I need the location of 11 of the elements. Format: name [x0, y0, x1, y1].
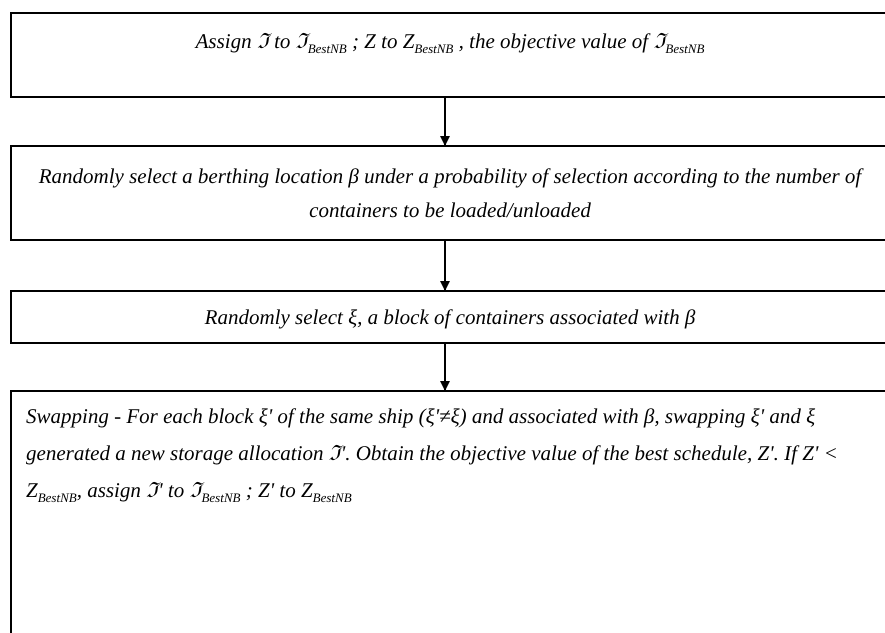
step-text: Randomly select ξ, a block of containers associated with β — [204, 304, 696, 331]
process-box — [10, 12, 885, 98]
process-box — [10, 390, 885, 633]
process-box — [10, 290, 885, 344]
step-text: Swapping - For each block ξ' of the same ship (ξ'≠ξ) and associated with β, swapping ξ' and ξ generated a new storage allocation ℑ'. Obtain the objective value of the best schedule, Z'. If Z' < Z$_{BestNB}$, assign ℑ' to ℑ$_{BestNB}$ ; Z' to Z$_{BestNB}$ — [26, 403, 839, 508]
step-text: Assign ℑ to ℑ$_{BestNB}$ ; Z to Z$_{BestNB}$ , the objective value of ℑ$_{BestNB}$ — [196, 28, 704, 58]
process-box — [10, 145, 885, 241]
arrow — [440, 344, 450, 391]
arrow — [440, 241, 450, 291]
arrow — [440, 98, 450, 146]
step-text: Randomly select a berthing location β under a probability of selection according to the number of containers to be loaded/unloaded — [38, 163, 864, 224]
